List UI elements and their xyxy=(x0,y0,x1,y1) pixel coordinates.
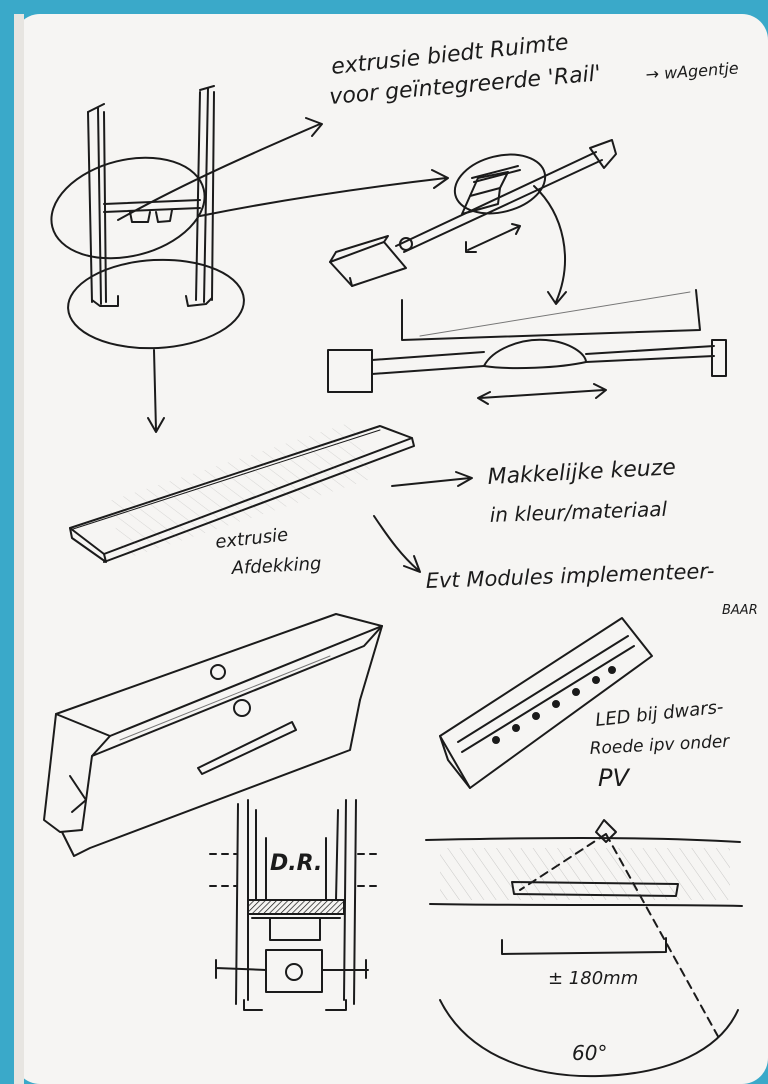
angle-label: 60° xyxy=(572,1041,607,1065)
beam-hatch xyxy=(440,848,730,900)
note-led-line3: PV xyxy=(598,764,630,792)
arrow-to-rail-detail xyxy=(199,169,449,217)
note-cover-line2: Afdekking xyxy=(230,553,322,579)
paper-sheet xyxy=(14,14,768,1084)
crossbar-glass-sketch xyxy=(327,289,727,405)
cover-hatch xyxy=(107,421,373,559)
arrow-to-modules-note xyxy=(373,515,421,573)
profile-extrusion-sketch xyxy=(43,613,383,857)
led-dots xyxy=(492,666,616,744)
cross-section-sketch xyxy=(209,799,381,1011)
led-crossbar-sketch xyxy=(439,617,653,789)
rail-wagon-sketch xyxy=(329,139,617,305)
note-modules-line2: BAAR xyxy=(722,603,758,618)
label-dr: D.R. xyxy=(270,851,322,876)
page-edge-shadow xyxy=(14,14,24,1084)
dimension-label: ± 180mm xyxy=(548,968,638,989)
arrow-to-rail-note xyxy=(117,117,323,221)
arrow-to-choice-note xyxy=(391,471,473,487)
